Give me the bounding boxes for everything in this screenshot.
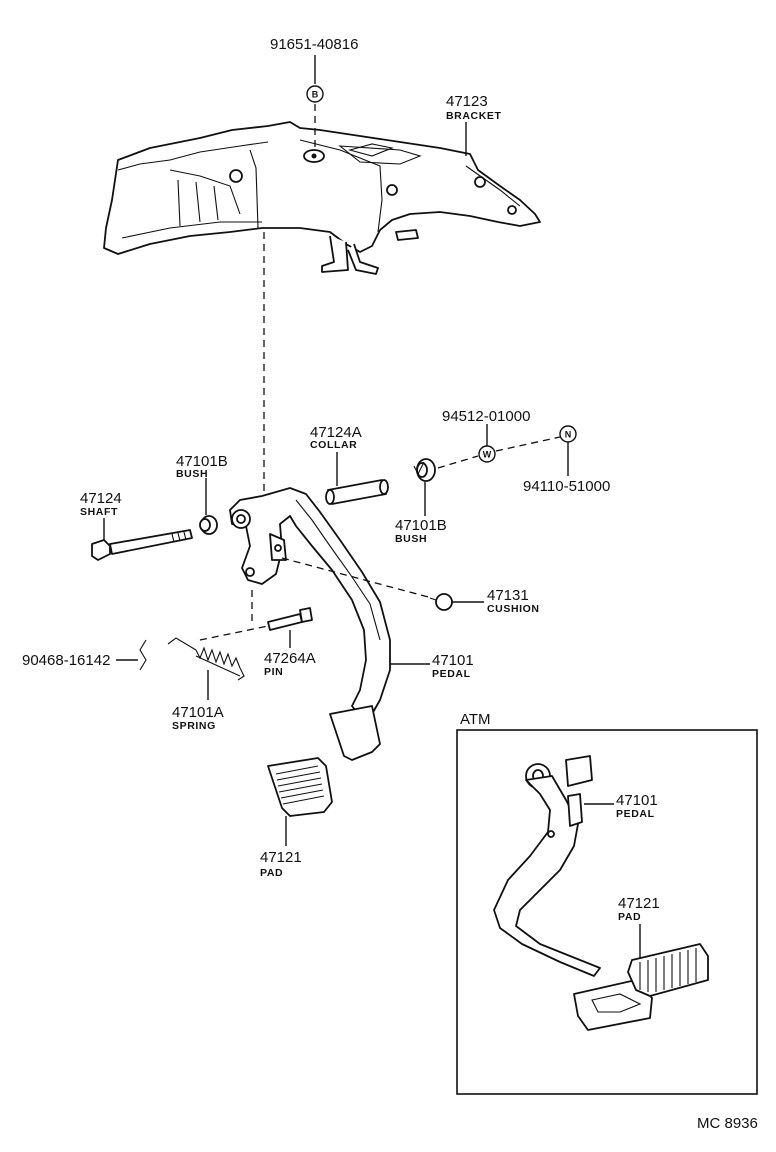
collar-drawing (325, 479, 389, 505)
atm-pad-part-number: 47121 (618, 895, 660, 912)
pad-part-name: PAD (260, 867, 283, 879)
nut-dash (495, 436, 561, 452)
bolt-symbol: B (312, 90, 319, 100)
clip-part-number: 90468-16142 (22, 652, 110, 669)
nut-symbol: N (565, 430, 572, 440)
cushion-dash (281, 557, 433, 599)
atm-pedal-part-name: PEDAL (616, 808, 655, 820)
shaft-drawing (91, 529, 193, 561)
collar-part-name: COLLAR (310, 439, 357, 451)
atm-pedal-drawing (493, 755, 653, 1031)
pad-part-number: 47121 (260, 849, 302, 866)
atm-frame (456, 729, 758, 1095)
spring-part-name: SPRING (172, 720, 216, 732)
shaft-part-number: 47124 (80, 490, 122, 507)
bush-left-part-name: BUSH (176, 468, 208, 480)
atm-pad-part-name: PAD (618, 911, 641, 923)
atm-pad-drawing (627, 943, 709, 997)
spring-pin-dash (199, 625, 269, 641)
nut-part-number: 94110-51000 (523, 478, 610, 495)
spring-part-number: 47101A (172, 704, 224, 721)
atm-pedal-part-number: 47101 (616, 792, 658, 809)
washer-dash (437, 455, 479, 469)
bracket-drawing (103, 121, 541, 275)
bush-left-part-number: 47101B (176, 453, 228, 470)
washer-part-number: 94512-01000 (442, 408, 530, 425)
bush-right-part-name: BUSH (395, 533, 427, 545)
atm-inset: ATM 47101 PEDAL 47121 PAD (456, 711, 758, 1095)
bolt-part-number: 91651-40816 (270, 36, 358, 53)
bracket-part-number: 47123 (446, 93, 488, 110)
spring-drawing (167, 637, 245, 681)
collar-part-number: 47124A (310, 424, 362, 441)
pedal-part-number: 47101 (432, 652, 474, 669)
pad-drawing (267, 757, 333, 817)
bracket-part-name: BRACKET (446, 110, 502, 122)
cushion-part-name: CUSHION (487, 603, 540, 615)
cushion-part-number: 47131 (487, 587, 529, 604)
washer-symbol: W (483, 450, 492, 460)
clip-drawing (139, 639, 147, 671)
shaft-part-name: SHAFT (80, 506, 118, 518)
pedal-drawing (229, 487, 391, 761)
bolt-symbol-circle (306, 85, 324, 103)
bush-right-part-number: 47101B (395, 517, 447, 534)
pedal-part-name: PEDAL (432, 668, 471, 680)
pin-part-name: PIN (264, 666, 283, 678)
cushion-drawing (429, 593, 453, 611)
bush-left-drawing (199, 515, 218, 535)
pin-drawing (267, 607, 313, 631)
bush-right-drawing (413, 458, 436, 482)
pin-part-number: 47264A (264, 650, 316, 667)
diagram-code: MC 8936 (697, 1115, 758, 1132)
atm-title: ATM (460, 711, 491, 728)
